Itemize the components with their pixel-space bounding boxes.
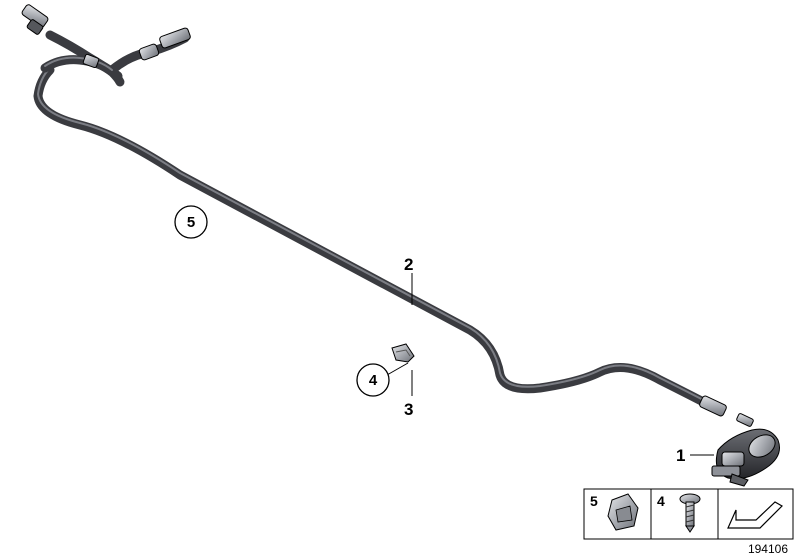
hose-end-connector-top-right (82, 27, 191, 69)
screw-icon (679, 493, 701, 533)
circle-callout-4 (356, 363, 390, 397)
callout-part-2: 2 (404, 255, 413, 274)
legend-cell-4-number: 4 (657, 493, 665, 509)
hose-end-connector-top-left (21, 4, 49, 35)
circle-callout-5-label: 5 (187, 214, 195, 231)
legend-box: 5 4 (583, 488, 794, 540)
circle-callout-5 (174, 205, 208, 239)
washer-hose (33, 30, 720, 413)
legend-cell-5-number: 5 (590, 493, 598, 509)
washer-nozzle-assembly (711, 428, 780, 487)
hose-clip-icon (607, 493, 639, 531)
arrow-icon (727, 501, 783, 529)
callout-part-1: 1 (676, 446, 685, 465)
hose-end-connector-bottom-right (699, 395, 754, 427)
diagram-id: 194106 (748, 542, 788, 556)
leader-line-part-4 (386, 362, 409, 376)
hose-clip (391, 343, 415, 363)
callout-part-3: 3 (404, 400, 413, 419)
circle-callout-4-label: 4 (369, 372, 378, 389)
